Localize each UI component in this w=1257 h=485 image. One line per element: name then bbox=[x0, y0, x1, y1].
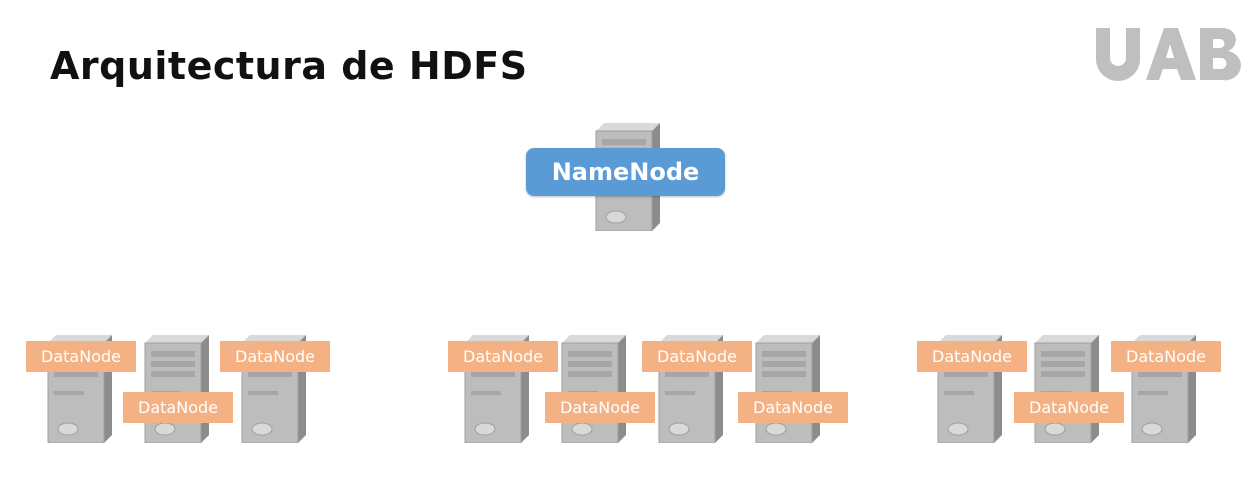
datanode-label: DataNode bbox=[917, 341, 1027, 372]
datanode-label: DataNode bbox=[220, 341, 330, 372]
datanode-server-icon bbox=[1034, 335, 1099, 443]
datanode-label: DataNode bbox=[1014, 392, 1124, 423]
datanode-label: DataNode bbox=[738, 392, 848, 423]
datanode-label: DataNode bbox=[448, 341, 558, 372]
datanode-label: DataNode bbox=[123, 392, 233, 423]
datanode-label: DataNode bbox=[1111, 341, 1221, 372]
datanode-server-icon bbox=[561, 335, 626, 443]
datanode-label: DataNode bbox=[545, 392, 655, 423]
page-title: Arquitectura de HDFS bbox=[50, 44, 528, 88]
datanode-server-icon bbox=[144, 335, 209, 443]
datanode-server-icon bbox=[755, 335, 820, 443]
uab-logo bbox=[1096, 27, 1241, 81]
datanode-label: DataNode bbox=[26, 341, 136, 372]
namenode-label: NameNode bbox=[526, 148, 725, 196]
datanode-label: DataNode bbox=[642, 341, 752, 372]
